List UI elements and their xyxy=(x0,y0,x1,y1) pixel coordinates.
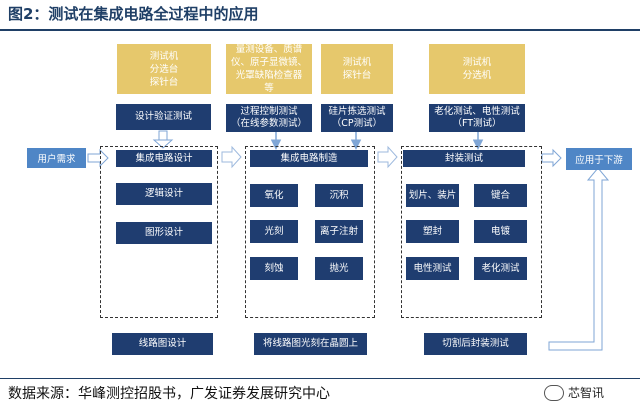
arrow-packaging-to-downstream xyxy=(541,148,562,168)
equipment-box-manufacturing-metrology: 量测设备、质谱 仪、原子显微镜、 光罩缺陷检查器 等 xyxy=(226,44,312,94)
test-design-verification: 设计验证测试 xyxy=(116,104,211,130)
packaging-item-molding: 塑封 xyxy=(406,220,459,243)
design-stage-frame xyxy=(100,146,218,318)
manufacturing-item-deposition: 沉积 xyxy=(315,184,363,207)
down-arrow-design xyxy=(152,130,174,149)
title-rule xyxy=(0,29,640,31)
manufacturing-item-etching: 刻蚀 xyxy=(250,257,298,280)
test-ft: 老化测试、电性测试 （FT测试） xyxy=(429,104,525,132)
packaging-item-plating: 电镀 xyxy=(474,220,527,243)
brand-watermark: 芯智讯 xyxy=(544,384,604,401)
design-bottom-note: 线路图设计 xyxy=(112,333,213,355)
return-arrow xyxy=(548,167,610,351)
equipment-box-packaging: 测试机 分选机 xyxy=(429,44,525,94)
manufacturing-stage-title: 集成电路制造 xyxy=(250,150,368,167)
test-process-control: 过程控制测试 （在线参数测试） xyxy=(226,104,312,132)
equipment-box-design: 测试机 分选台 探针台 xyxy=(117,44,211,94)
user-demand-box: 用户需求 xyxy=(27,148,86,168)
equipment-box-wafer-probe: 测试机 探针台 xyxy=(321,44,393,94)
arrow-manufacturing-to-packaging xyxy=(377,145,398,169)
packaging-stage-title: 封装测试 xyxy=(403,150,525,167)
test-cp: 硅片拣选测试 （CP测试） xyxy=(321,104,393,132)
footer-rule xyxy=(0,378,640,379)
chat-bubble-icon xyxy=(544,384,564,401)
packaging-item-electrical-test: 电性测试 xyxy=(406,257,459,280)
manufacturing-item-lithography: 光刻 xyxy=(250,220,298,243)
source-note: 数据来源：华峰测控招股书，广发证券发展研究中心 xyxy=(8,386,330,402)
packaging-item-bonding: 键合 xyxy=(474,184,527,207)
design-stage-title: 集成电路设计 xyxy=(116,150,212,167)
design-item-logic: 逻辑设计 xyxy=(116,183,212,205)
manufacturing-item-ion-implant: 离子注射 xyxy=(315,220,363,243)
figure-title: 图2：测试在集成电路全过程中的应用 xyxy=(8,5,259,23)
manufacturing-stage-frame xyxy=(245,146,375,318)
manufacturing-item-oxidation: 氧化 xyxy=(250,184,298,207)
brand-name: 芯智讯 xyxy=(568,386,605,400)
manufacturing-bottom-note: 将线路图光刻在晶圆上 xyxy=(254,333,367,355)
manufacturing-item-polishing: 抛光 xyxy=(315,257,363,280)
arrow-design-to-manufacturing xyxy=(221,145,242,169)
packaging-item-burn-in-test: 老化测试 xyxy=(474,257,527,280)
packaging-bottom-note: 切割后封装测试 xyxy=(424,333,527,355)
packaging-item-dicing: 划片、装片 xyxy=(406,184,459,207)
packaging-stage-frame xyxy=(401,146,542,318)
downstream-box: 应用于下游 xyxy=(566,148,632,170)
design-item-layout: 图形设计 xyxy=(116,222,212,244)
